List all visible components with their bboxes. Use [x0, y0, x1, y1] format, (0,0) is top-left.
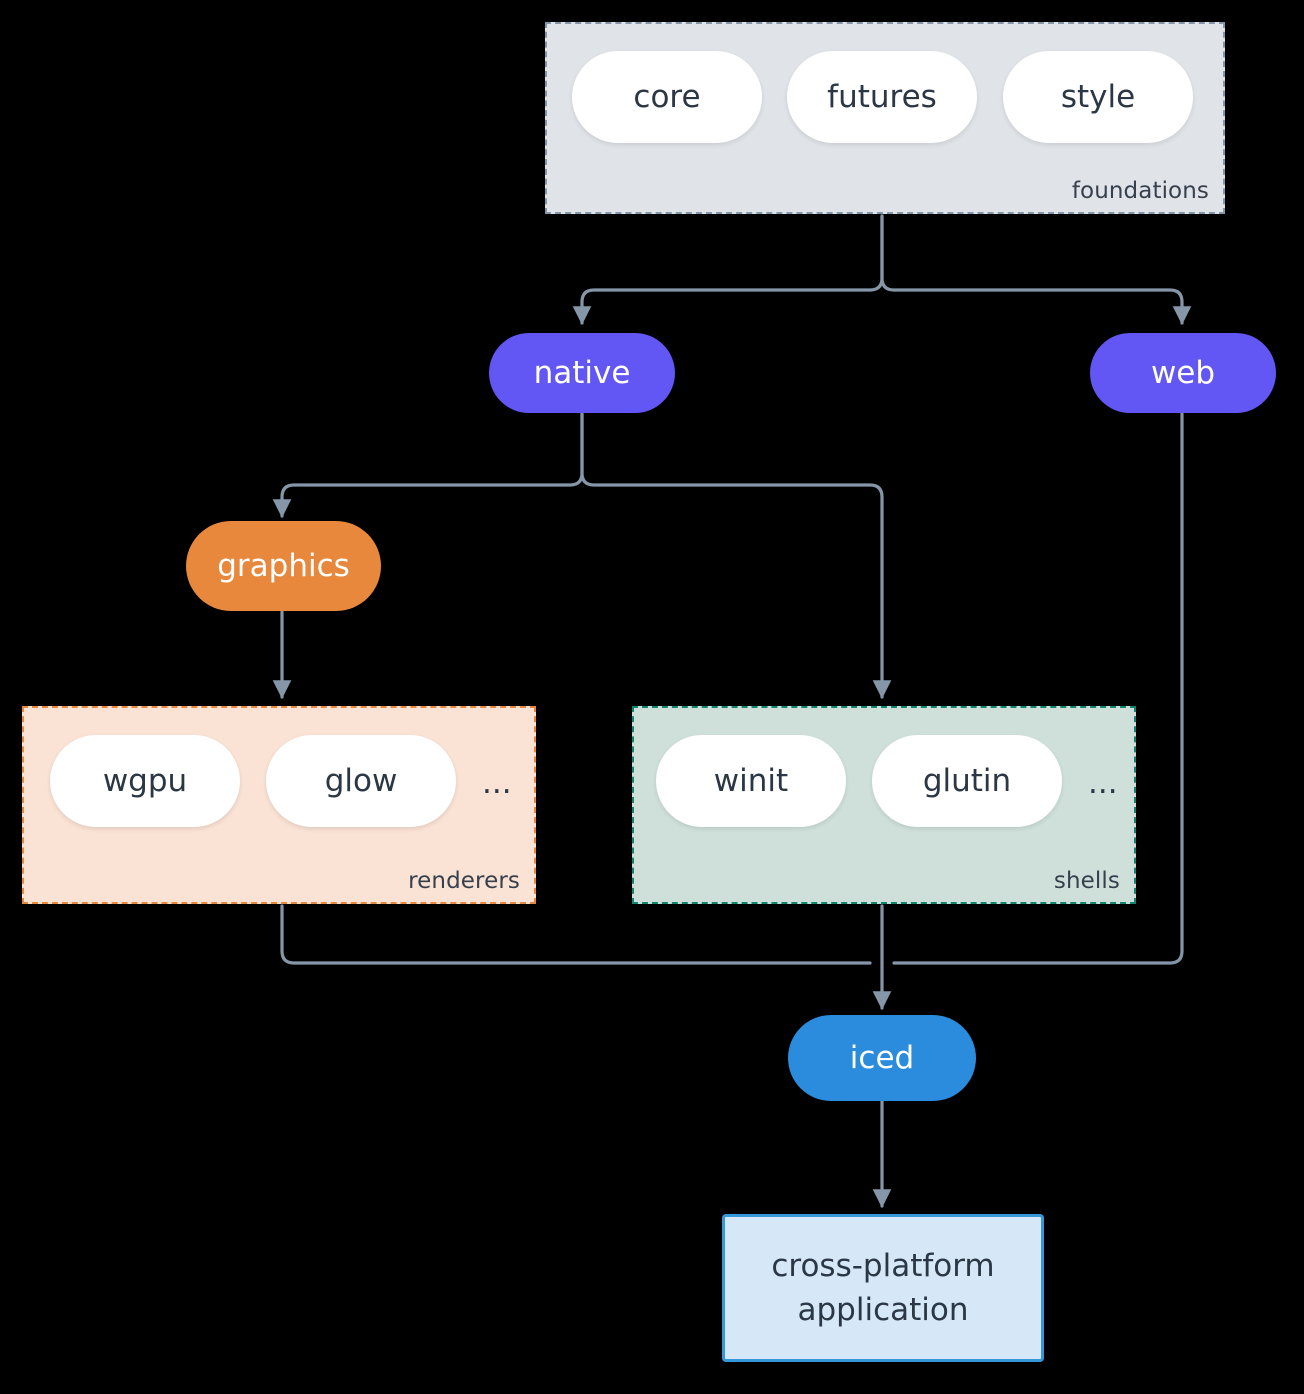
edge-native-shells [580, 412, 892, 699]
node-web[interactable]: web [1090, 333, 1276, 413]
pill-glutin[interactable]: glutin [872, 735, 1062, 827]
edge-foundations-native [572, 214, 884, 325]
edge-foundations-web [880, 214, 1192, 325]
pill-style[interactable]: style [1003, 51, 1193, 143]
pill-core[interactable]: core [572, 51, 762, 143]
pill-winit[interactable]: winit [656, 735, 846, 827]
cluster-renderers-label: renderers [408, 868, 520, 894]
cluster-foundations-label: foundations [1071, 178, 1209, 204]
node-cross-platform-application[interactable]: cross-platform application [722, 1214, 1044, 1362]
application-line-2: application [797, 1292, 969, 1328]
cluster-shells-label: shells [1053, 868, 1120, 894]
node-native[interactable]: native [489, 333, 675, 413]
node-graphics[interactable]: graphics [186, 521, 381, 611]
edge-renderers-iced [280, 904, 872, 965]
shells-overflow-ellipsis: ... [1088, 765, 1118, 801]
application-line-1: cross-platform [771, 1247, 995, 1284]
pill-glow[interactable]: glow [266, 735, 456, 827]
node-iced[interactable]: iced [788, 1015, 976, 1101]
pill-futures[interactable]: futures [787, 51, 977, 143]
pill-wgpu[interactable]: wgpu [50, 735, 240, 827]
edge-native-graphics [272, 412, 584, 518]
renderers-overflow-ellipsis: ... [482, 765, 512, 801]
